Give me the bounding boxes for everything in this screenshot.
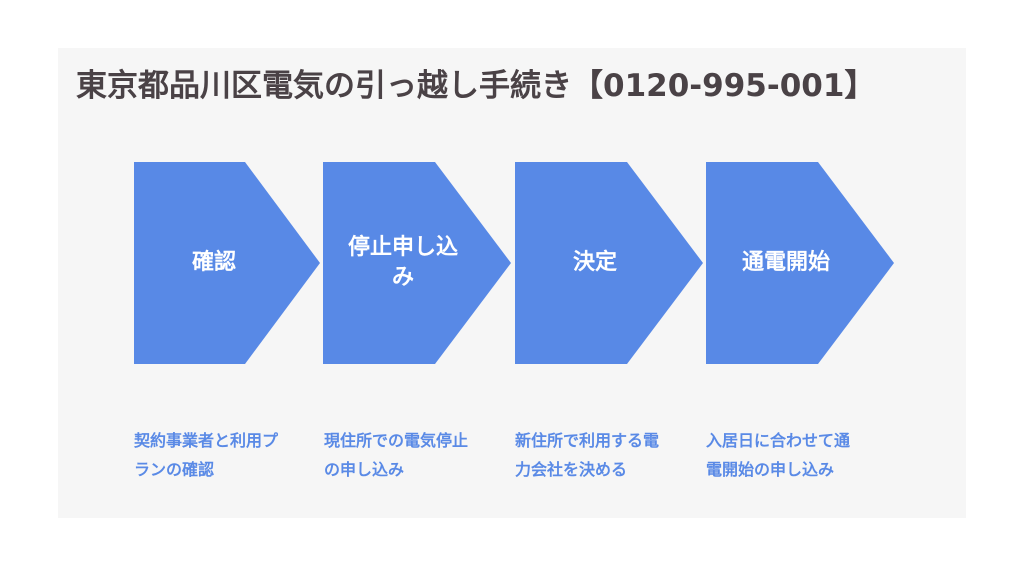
step-1-arrow: 確認 [134, 162, 322, 364]
step-4-description: 入居日に合わせて通電開始の申し込み [706, 431, 851, 479]
chevron-arrow-icon [134, 162, 320, 364]
step-3-arrow: 決定 [515, 162, 703, 364]
step-4-arrow: 通電開始 [706, 162, 894, 364]
chevron-arrow-icon [323, 162, 511, 364]
step-3-description: 新住所で利用する電力会社を決める [515, 431, 660, 479]
step-2-description: 現住所での電気停止の申し込み [324, 431, 469, 479]
step-1-description: 契約事業者と利用プランの確認 [134, 431, 279, 479]
step-label: 決定 [572, 250, 617, 275]
chevron-arrow-icon [706, 162, 894, 364]
step-2-arrow: 停止申し込み [323, 162, 511, 364]
chevron-arrow-icon [515, 162, 703, 364]
step-label: 停止申し込み [347, 235, 458, 290]
page-title: 東京都品川区電気の引っ越し手続き【0120-995-001】 [76, 68, 876, 104]
step-label: 確認 [191, 250, 236, 275]
step-label: 通電開始 [741, 250, 830, 275]
